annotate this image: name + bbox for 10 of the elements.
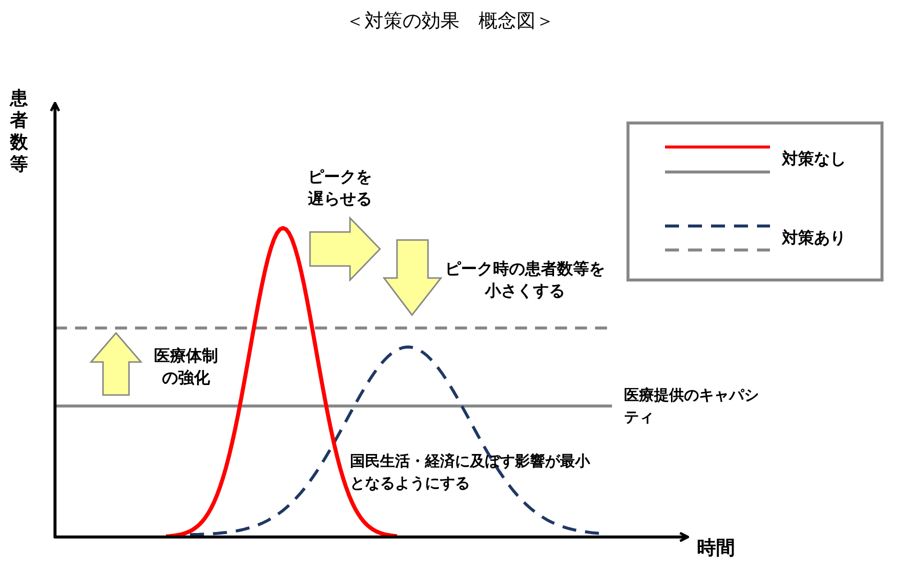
chart-title: ＜対策の効果 概念図＞ bbox=[344, 10, 556, 32]
legend-label: 対策なし bbox=[782, 148, 847, 170]
axis-label: 時間 bbox=[697, 537, 736, 559]
annotation: 国民生活・経済に及ぼす影響が最小となるようにする bbox=[350, 451, 592, 494]
axis-label: 患者数等 bbox=[10, 88, 29, 176]
legend-label: 対策あり bbox=[782, 227, 847, 249]
annotation: ピーク時の患者数等を小さくする bbox=[445, 258, 605, 302]
annotation: 医療提供のキャパシティ bbox=[624, 385, 760, 428]
annotation: ピークを遅らせる bbox=[308, 166, 373, 210]
annotation: 医療体制の強化 bbox=[153, 345, 219, 389]
